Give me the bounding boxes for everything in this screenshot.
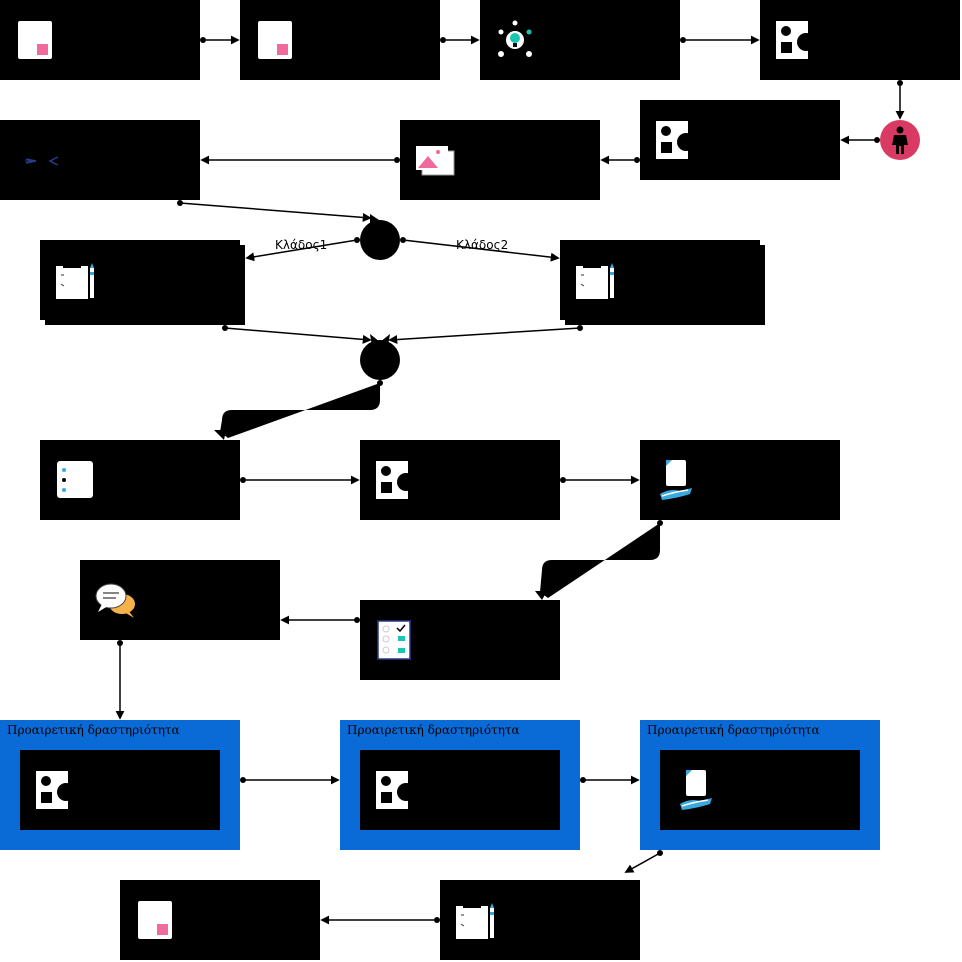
document-icon [258, 21, 292, 59]
lightbulb-network-icon [498, 20, 532, 57]
activity-node[interactable] [0, 0, 200, 80]
activity-node[interactable] [240, 0, 440, 80]
activity-node-branch-1[interactable] [40, 240, 240, 320]
activity-node[interactable] [480, 0, 680, 80]
notepad-pencil-icon [576, 263, 614, 299]
code-icon [25, 156, 59, 166]
activity-node[interactable] [40, 440, 240, 520]
notepad-pencil-icon [56, 263, 94, 299]
shapes-icon [376, 461, 415, 499]
document-icon [138, 901, 172, 939]
branch-split-icon [370, 214, 382, 226]
branch-label-2: Κλάδος2 [456, 238, 509, 252]
activity-node[interactable] [660, 750, 860, 830]
branch-merge-node[interactable] [360, 334, 400, 380]
shapes-icon [36, 771, 75, 809]
shapes-icon [376, 771, 415, 809]
image-icon [416, 146, 455, 176]
hand-document-icon [660, 460, 692, 500]
activity-node[interactable] [640, 100, 840, 180]
shapes-icon [776, 21, 815, 59]
optional-activity-label: Προαιρετική δραστηριότητα [347, 723, 520, 737]
start-node[interactable] [880, 120, 920, 160]
activity-node[interactable] [400, 120, 600, 200]
branch-merge-icon [370, 334, 390, 346]
activity-node[interactable] [640, 440, 840, 520]
activity-node[interactable] [0, 120, 200, 200]
activity-node[interactable] [120, 880, 320, 960]
optional-activity-group: Προαιρετική δραστηριότητα [0, 720, 240, 850]
chat-bubbles-icon [95, 583, 135, 618]
hand-document-icon [680, 770, 712, 810]
activity-node[interactable] [440, 880, 640, 960]
optional-activity-group: Προαιρετική δραστηριότητα [340, 720, 580, 850]
activity-node[interactable] [360, 440, 560, 520]
optional-activity-label: Προαιρετική δραστηριότητα [647, 723, 820, 737]
branch-label-1: Κλάδος1 [275, 238, 328, 252]
activity-node[interactable] [360, 600, 560, 680]
document-icon [18, 21, 52, 59]
optional-activity-group: Προαιρετική δραστηριότητα [640, 720, 880, 850]
optional-activity-label: Προαιρετική δραστηριότητα [7, 723, 180, 737]
activity-node[interactable] [80, 560, 280, 640]
checklist-icon [377, 620, 411, 660]
activity-node[interactable] [360, 750, 560, 830]
activity-node[interactable] [760, 0, 960, 80]
branch-split-node[interactable] [360, 214, 400, 260]
shapes-icon [656, 121, 695, 159]
notepad-pencil-icon [456, 903, 494, 939]
activity-node[interactable] [20, 750, 220, 830]
list-icon [57, 461, 93, 498]
person-icon [892, 126, 908, 154]
activity-node-branch-2[interactable] [560, 240, 760, 320]
